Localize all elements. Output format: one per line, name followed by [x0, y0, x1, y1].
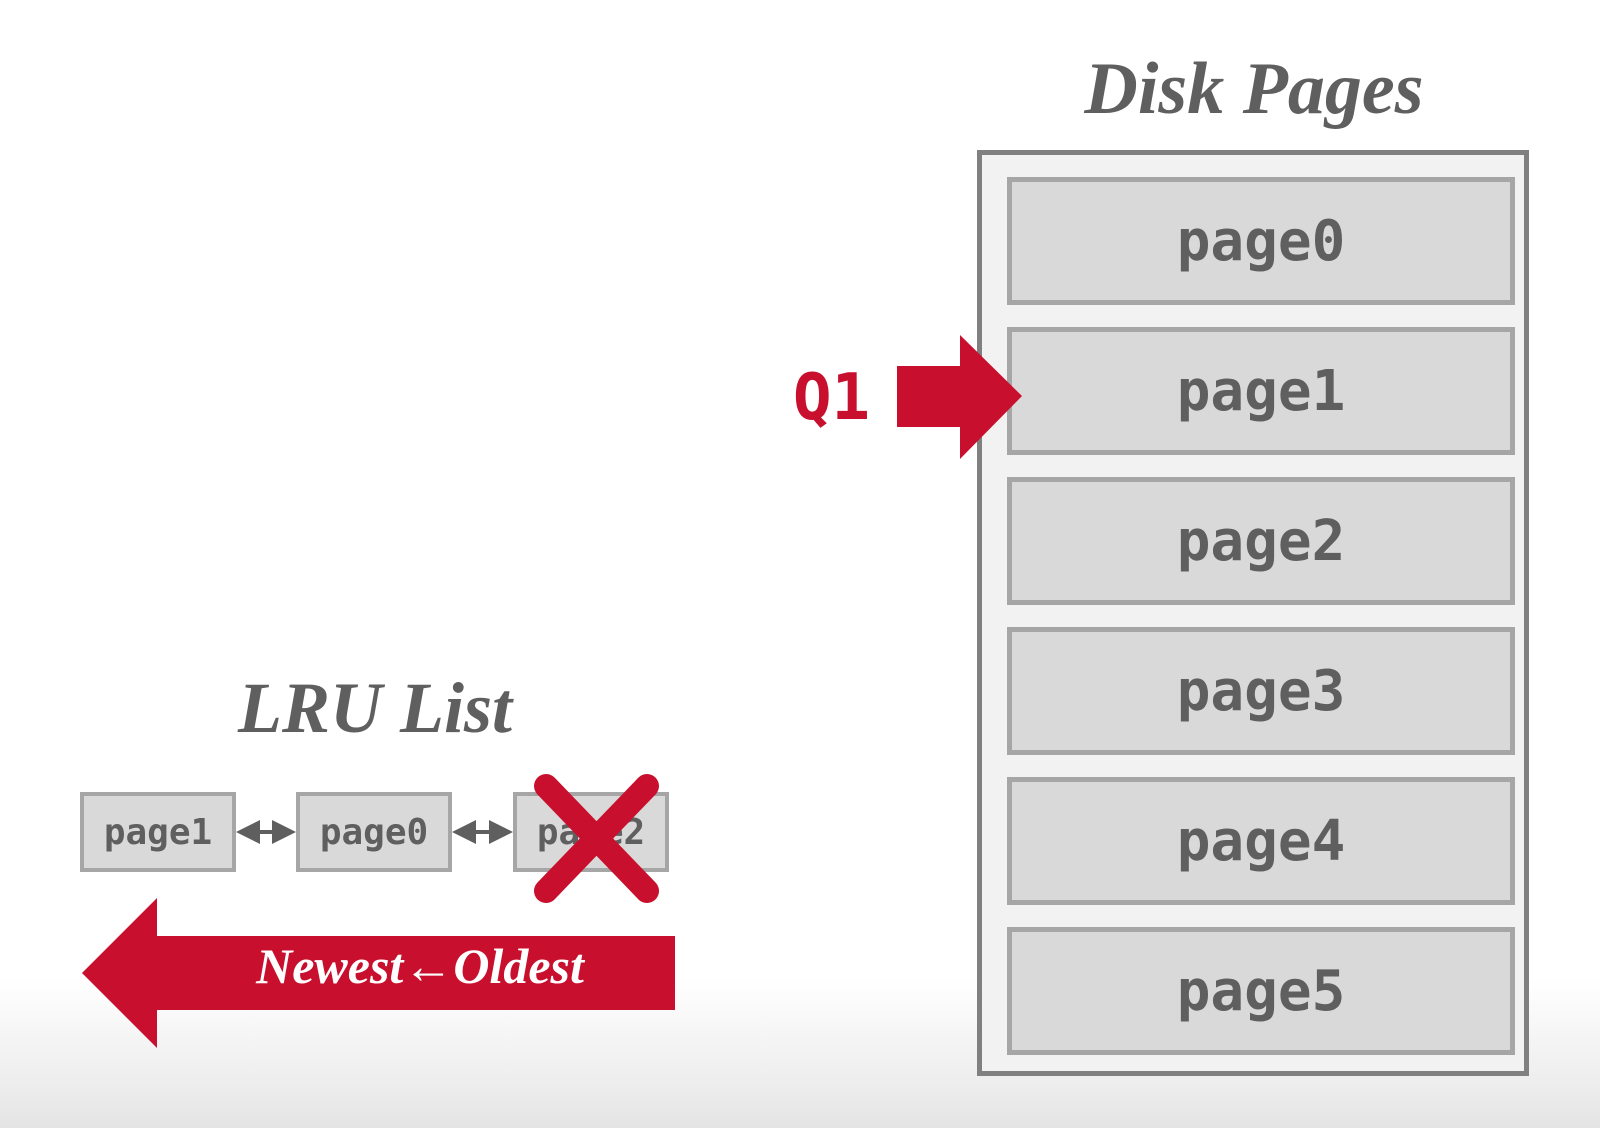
disk-pages-container: page0 page1 page2 page3 page4 page5	[977, 150, 1529, 1076]
lru-item-evicted: page2	[513, 792, 669, 872]
lru-item: page0	[296, 792, 452, 872]
lru-item-label: page0	[319, 811, 429, 853]
lru-list-title: LRU List	[237, 668, 512, 748]
disk-page: page5	[1007, 927, 1515, 1055]
lru-item-label: page2	[536, 811, 646, 853]
disk-page: page1	[1007, 327, 1515, 455]
lru-item: page1	[80, 792, 236, 872]
order-arrow-caption: Newest←Oldest	[256, 938, 584, 994]
disk-page: page3	[1007, 627, 1515, 755]
lru-item-label: page1	[103, 811, 213, 853]
disk-page: page0	[1007, 177, 1515, 305]
disk-pages-title: Disk Pages	[1084, 48, 1424, 130]
disk-page: page4	[1007, 777, 1515, 905]
disk-page: page2	[1007, 477, 1515, 605]
query-label: Q1	[793, 361, 871, 435]
